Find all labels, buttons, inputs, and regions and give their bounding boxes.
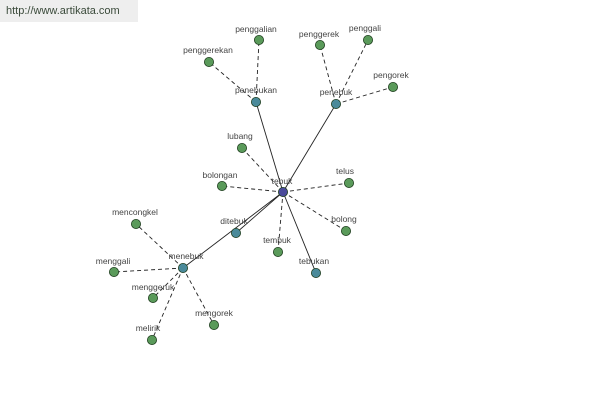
edge-tebuk-lubang [241,147,284,193]
edge-menebuk-mencongkel [135,223,184,269]
node-label-penggerekan: penggerekan [183,45,233,55]
node-marker-tembuk [272,246,283,257]
node-penggerekan: penggerekan [183,45,233,68]
edge-penebukan-penggerekan [208,61,257,103]
edge-menebuk-mengorek [182,267,215,326]
node-marker-penggerekan [203,57,214,68]
node-label-menebuk: menebuk [169,251,205,261]
node-label-menggali: menggali [96,256,131,266]
node-label-penebuk: penebuk [320,87,353,97]
node-marker-bolongan [216,180,227,191]
node-marker-penggalian [253,35,264,46]
node-penggerek: penggerek [299,29,340,51]
node-marker-lubang [236,142,247,153]
node-lubang: lubang [227,131,253,153]
edge-penebuk-penggerek [319,44,337,105]
node-tembuk: tembuk [263,235,292,257]
node-marker-mengorek [208,319,219,330]
source-watermark: http://www.artikata.com [0,0,138,22]
node-label-telus: telus [336,166,354,176]
edge-menebuk-menggali [113,267,184,273]
edge-tebuk-penebuk [282,103,337,193]
node-melirik: melirik [136,323,161,345]
edge-tebuk-bolong [282,191,347,232]
node-marker-mencongkel [130,218,141,229]
node-label-melirik: melirik [136,323,161,333]
node-marker-menebuk [177,262,188,273]
edge-tebuk-tebukan [282,191,317,274]
node-marker-menggeruk [147,292,158,303]
node-label-pengorek: pengorek [373,70,409,80]
node-label-lubang: lubang [227,131,253,141]
node-label-bolong: bolong [331,214,357,224]
edge-tebuk-tembuk [277,191,284,253]
edge-penebuk-penggali [335,39,369,105]
node-marker-penebukan [250,97,261,108]
node-marker-telus [343,177,354,188]
edge-penebukan-penggalian [255,39,260,103]
node-menggali: menggali [96,256,131,277]
node-label-tembuk: tembuk [263,235,292,245]
node-label-tebukan: tebukan [299,256,330,266]
node-marker-penggali [362,35,373,46]
edge-tebuk-penebukan [255,101,284,193]
node-marker-penggerek [314,40,325,51]
node-mengorek: mengorek [195,308,234,330]
node-penggali: penggali [349,23,381,46]
node-mencongkel: mencongkel [112,207,158,229]
node-label-mencongkel: mencongkel [112,207,158,217]
node-label-menggeruk: menggeruk [132,282,175,292]
node-tebukan: tebukan [299,256,330,278]
node-marker-pengorek [387,82,398,93]
node-marker-bolong [340,225,351,236]
node-label-penggerek: penggerek [299,29,340,39]
node-marker-tebuk [277,186,288,197]
edge-menebuk-menggeruk [152,267,184,299]
edge-tebuk-ditebuk [235,191,284,234]
node-label-penggalian: penggalian [235,24,277,34]
node-marker-menggali [109,266,120,277]
edge-menebuk-melirik [151,267,184,341]
node-penggalian: penggalian [235,24,277,46]
node-label-mengorek: mengorek [195,308,234,318]
node-marker-penebuk [330,99,341,110]
edge-tebuk-telus [282,182,350,193]
node-label-penebukan: penebukan [235,85,277,95]
node-label-bolongan: bolongan [203,170,238,180]
edge-penebuk-pengorek [335,86,394,105]
node-marker-tebukan [310,267,321,278]
node-menebuk: menebuk [169,251,205,273]
node-tebuk: tebuk [272,176,294,197]
node-marker-melirik [146,334,157,345]
edge-layer [113,39,394,341]
node-layer: tebuk penebukan penebuk ditebuk menebuk tebuk… [96,23,409,345]
edge-tebuk-bolongan [221,185,284,193]
node-penebukan: penebukan [235,85,277,108]
node-bolong: bolong [331,214,357,236]
node-pengorek: pengorek [373,70,409,93]
node-marker-ditebuk [230,227,241,238]
node-label-tebuk: tebuk [272,176,294,186]
node-label-penggali: penggali [349,23,381,33]
node-telus: telus [336,166,354,188]
node-menggeruk: menggeruk [132,282,175,303]
node-penebuk: penebuk [320,87,353,110]
node-bolongan: bolongan [203,170,238,191]
node-ditebuk: ditebuk [220,216,248,238]
node-label-ditebuk: ditebuk [220,216,248,226]
